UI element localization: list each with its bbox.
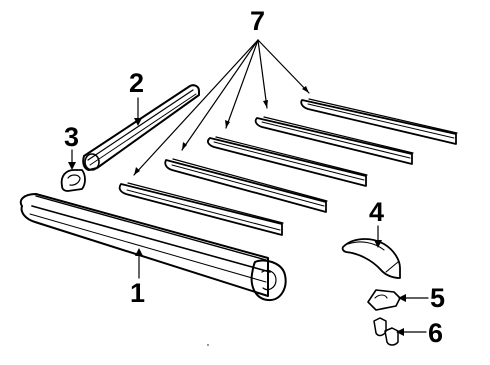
callout-1: 1 xyxy=(130,278,146,308)
callout-5: 5 xyxy=(430,283,446,313)
part-4-end-cap xyxy=(341,238,401,279)
leader-lines xyxy=(71,39,429,333)
part-7-molding-2 xyxy=(164,158,328,213)
arrowheads xyxy=(68,86,406,336)
callout-3: 3 xyxy=(64,122,80,152)
part-2-short-molding xyxy=(82,84,200,171)
part-7-molding-3 xyxy=(207,136,368,187)
part-7-molding-1 xyxy=(118,182,284,236)
speck-mark xyxy=(207,344,209,346)
callout-6: 6 xyxy=(428,318,444,348)
part-1-rocker-molding xyxy=(19,193,287,302)
callout-2: 2 xyxy=(129,68,145,98)
callout-4: 4 xyxy=(369,197,385,227)
callout-7: 7 xyxy=(250,6,266,36)
part-3-end-cap xyxy=(60,169,86,192)
part-7-molding-5 xyxy=(300,98,458,145)
part-5-clip xyxy=(367,289,401,311)
part-6-fasteners xyxy=(373,317,399,346)
part-7-molding-4 xyxy=(254,116,414,165)
